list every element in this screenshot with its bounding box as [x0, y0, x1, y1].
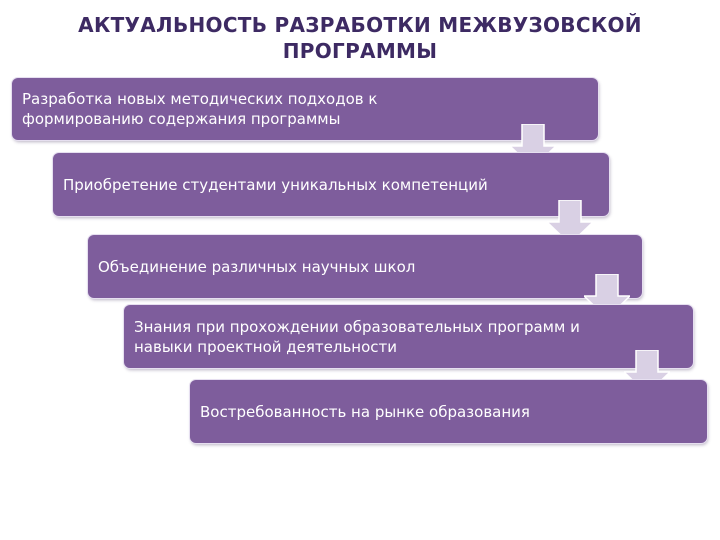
process-step-4: Знания при прохождении образовательных п… — [124, 305, 693, 368]
process-step-1-label: Разработка новых методических подходов к… — [22, 90, 378, 128]
process-step-5-label: Востребованность на рынке образования — [200, 402, 530, 421]
process-step-2: Приобретение студентами уникальных компе… — [53, 153, 609, 216]
process-step-3: Объединение различных научных школ — [88, 235, 642, 298]
down-arrow-icon — [547, 200, 593, 246]
process-step-5: Востребованность на рынке образования — [190, 380, 707, 443]
page-title-line-2: ПРОГРАММЫ — [282, 39, 438, 63]
process-step-3-label: Объединение различных научных школ — [98, 257, 416, 276]
process-step-4-label: Знания при прохождении образовательных п… — [134, 317, 580, 356]
process-step-1: Разработка новых методических подходов к… — [12, 78, 598, 140]
process-step-2-label: Приобретение студентами уникальных компе… — [63, 175, 488, 194]
page-title-line-1: АКТУАЛЬНОСТЬ РАЗРАБОТКИ МЕЖВУЗОВСКОЙ — [78, 13, 642, 37]
page-title: АКТУАЛЬНОСТЬ РАЗРАБОТКИ МЕЖВУЗОВСКОЙ ПРО… — [0, 12, 720, 64]
